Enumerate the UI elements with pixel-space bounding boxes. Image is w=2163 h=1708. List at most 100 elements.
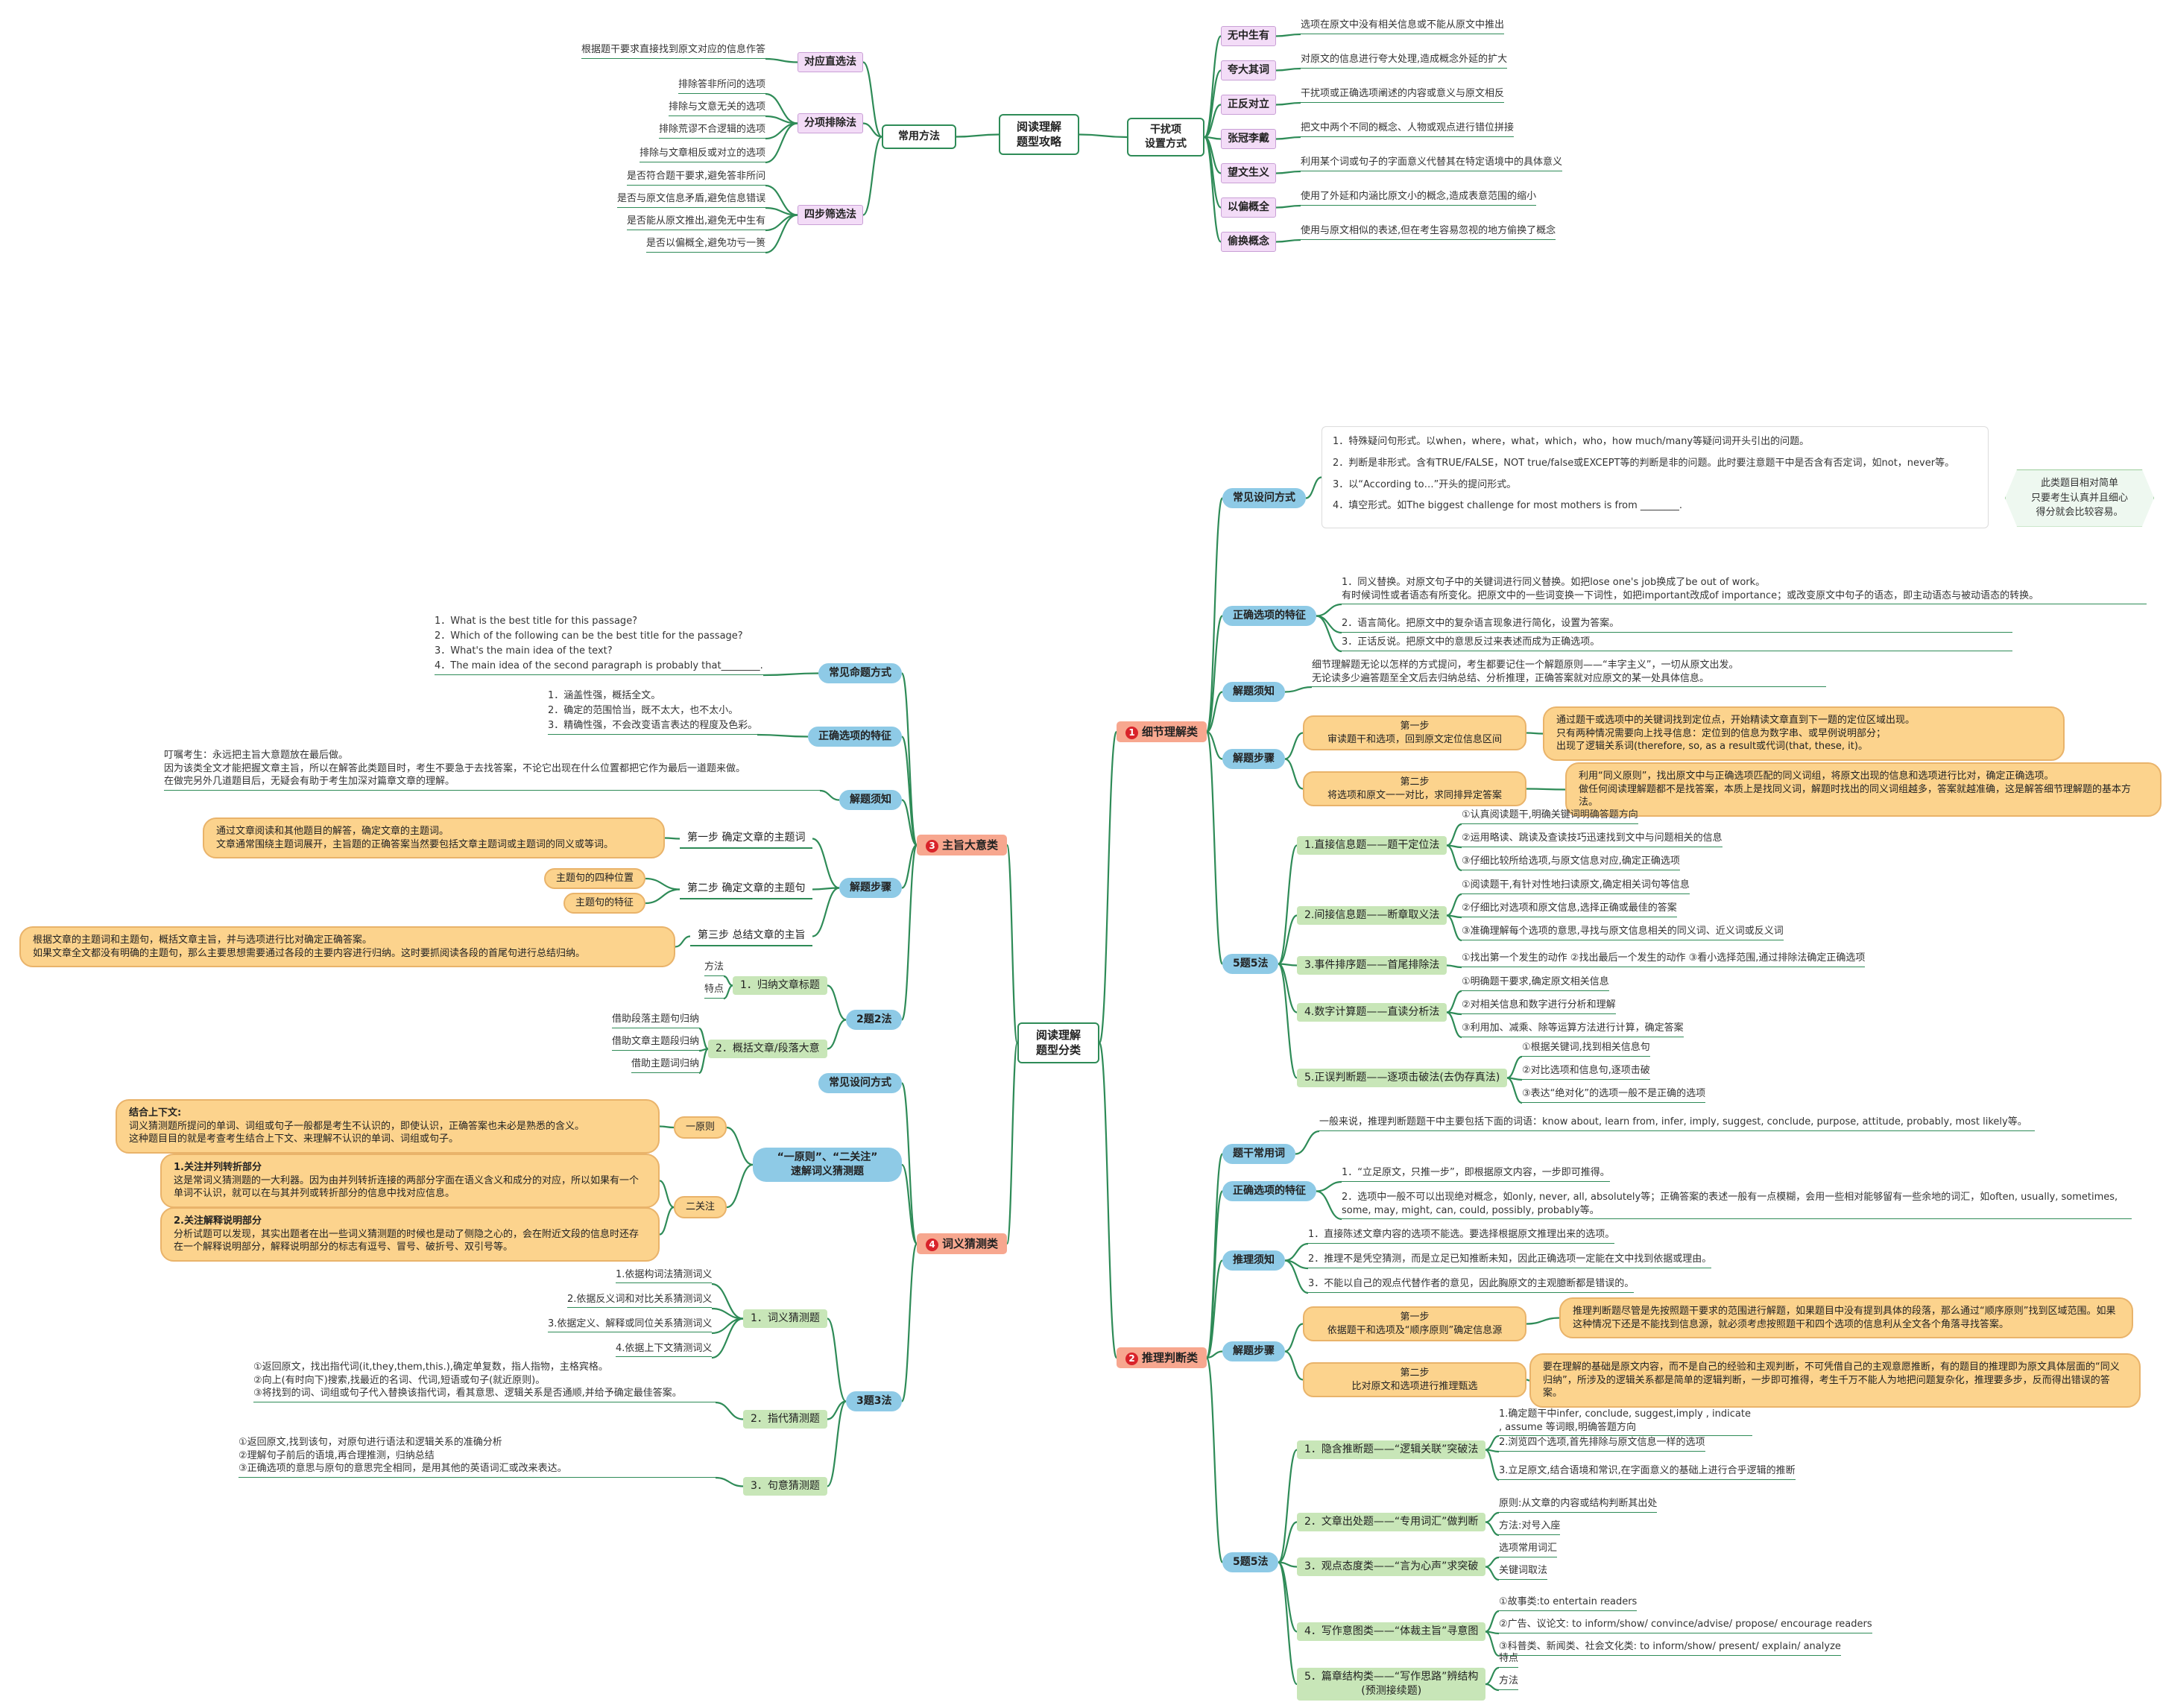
vocab-method-0: 1．词义猜测题 — [743, 1309, 827, 1328]
connector — [765, 115, 798, 124]
method-1-item-2: 排除荒谬不合逻辑的选项 — [659, 123, 766, 139]
connector — [765, 214, 798, 254]
connector — [1446, 964, 1462, 969]
vocab-focus-1: 2.关注解释说明部分分析试题可以发现，其实出题者在出一些词义猜测题的时候也是动了… — [160, 1207, 660, 1262]
main-question-form-2: 3．What's the main idea of the text? — [435, 645, 613, 657]
method-2-item-3: 是否以偏概全,避免功亏一篑 — [646, 237, 766, 253]
vocab-method-0-item-0: 1.依据构词法猜测词义 — [616, 1268, 713, 1284]
infer-step-1: 第二步 比对原文和选项进行推理甄选 — [1303, 1362, 1526, 1398]
vocab-method-0-item-3: 4.依据上下文猜测词义 — [616, 1342, 713, 1358]
connector — [1446, 893, 1462, 917]
infer-method-4: 5．篇章结构类——“写作思路”辨结构 (预测接续题) — [1297, 1668, 1486, 1701]
connector — [901, 799, 918, 847]
connector — [900, 1082, 918, 1245]
connector — [1446, 990, 1462, 1013]
method-2-item-0: 是否符合题干要求,避免答非所问 — [627, 170, 766, 186]
connector — [723, 975, 733, 987]
connector — [1203, 69, 1222, 139]
infer-method-4-item-0: 特点 — [1499, 1652, 1519, 1668]
main-question-form-0: 1．What is the best title for this passag… — [435, 616, 638, 627]
connector — [812, 838, 840, 889]
infer-method-1-item-1: 方法:对号入座 — [1499, 1519, 1561, 1535]
detail-feature-0: 1．同义替换。对原文句子中的关键词进行同义替换。如把lose one's job… — [1342, 576, 2147, 605]
category-title: 词义猜测类 — [942, 1237, 999, 1250]
detail-method-4-item-1: ②对比选项和信息句,逐项击破 — [1522, 1064, 1650, 1080]
vocab-focus-1-text: 分析试题可以发现，其实出题者在出一些词义猜测题的时候也是动了侧隐之心的，会在附近… — [174, 1228, 640, 1253]
connector — [1446, 914, 1462, 942]
connector — [819, 789, 840, 801]
connector — [1284, 732, 1304, 760]
vocab-focus-0: 1.关注并列转折部分这是常词义猜测题的一大利器。因为由并列转折连接的两部分字面在… — [160, 1154, 660, 1208]
connector — [901, 844, 918, 889]
main-method-0-item-0: 方法 — [704, 961, 724, 976]
connector — [827, 1019, 847, 1050]
connector — [1005, 1042, 1019, 1245]
connector — [1205, 730, 1224, 965]
infer-method-3-item-0: ①故事类:to entertain readers — [1499, 1595, 1638, 1611]
main-two-methods: 2题2法 — [846, 1010, 903, 1030]
main-correct-features: 正确选项的特征 — [808, 727, 902, 747]
detail-question-form-3: 4．填空形式。如The biggest challenge for most m… — [1333, 500, 1683, 512]
vocab-three-methods: 3题3法 — [846, 1391, 903, 1411]
connector — [1316, 1190, 1342, 1221]
infer-notes: 推理须知 — [1222, 1250, 1285, 1271]
distractor-2: 正反对立 — [1221, 95, 1276, 115]
infer-step-0-desc: 推理判断题尽管是先按照题干要求的范围进行解题，如果题目中没有提到具体的段落，那么… — [1559, 1297, 2133, 1339]
common-methods-node: 常用方法 — [882, 124, 956, 149]
distractor-3: 张冠李戴 — [1221, 129, 1276, 149]
connector — [645, 877, 681, 891]
detail-method-0-item-1: ②运用略读、跳读及查读技巧迅速找到文中与问题相关的信息 — [1462, 832, 1722, 847]
connector — [1098, 730, 1118, 1044]
connector — [659, 1206, 675, 1236]
connector — [1278, 1561, 1298, 1568]
connector — [1098, 1042, 1118, 1359]
detail-method-4-item-0: ①根据关键词,找到相关信息句 — [1522, 1041, 1650, 1057]
distractor-3-desc: 把文中两个不同的概念、人物或观点进行错位拼接 — [1301, 121, 1515, 137]
detail-method-0: 1.直接信息题——题干定位法 — [1297, 836, 1447, 855]
category-number-badge: 2 — [1125, 1353, 1138, 1365]
vocab-two-focus: 二关注 — [674, 1196, 727, 1218]
infer-method-1-item-0: 原则:从文章的内容或结构判断其出处 — [1499, 1497, 1658, 1513]
distractor-4: 望文生义 — [1221, 163, 1276, 183]
detail-question-form-2: 3．以“According to…”开头的提问形式。 — [1333, 478, 1517, 490]
vocab-one-text: 词义猜测题所提问的单词、词组或句子一般都是考生不认识的，即使认识，正确答案也未必… — [129, 1120, 585, 1145]
method-1: 分项排除法 — [798, 113, 863, 133]
connector — [1526, 1317, 1560, 1325]
detail-method-4: 5.正误判断题——逐项击破法(去伪存真法) — [1297, 1069, 1508, 1087]
distractor-0-desc: 选项在原文中没有相关信息或不能从原文中推出 — [1301, 19, 1505, 34]
connector — [1284, 1259, 1309, 1294]
distractor-0: 无中生有 — [1221, 26, 1276, 46]
connector — [900, 1242, 918, 1402]
connector — [711, 1318, 744, 1359]
connector — [765, 122, 798, 164]
distractor-node: 干扰项 设置方式 — [1127, 118, 1204, 156]
detail-method-1-item-1: ②仔细比对选项和原文信息,选择正确或最佳的答案 — [1462, 902, 1677, 917]
infer-method-2-item-0: 选项常用词汇 — [1499, 1542, 1558, 1557]
connector — [1275, 67, 1301, 72]
connector — [1203, 136, 1222, 243]
connector — [1205, 615, 1224, 733]
method-0: 对应直选法 — [798, 52, 863, 72]
infer-method-0: 1．隐含推断题——“逻辑关联”突破法 — [1297, 1440, 1486, 1459]
connector — [1277, 963, 1298, 1079]
connector — [698, 1027, 709, 1050]
connector — [1526, 732, 1544, 735]
connector — [1205, 1153, 1224, 1359]
connector — [862, 136, 882, 216]
connector — [1485, 1666, 1500, 1686]
connector — [1206, 730, 1223, 760]
distractor-4-desc: 利用某个词或句子的字面意义代替其在特定语境中的具体意义 — [1301, 156, 1563, 171]
detail-tip-note: 此类题目相对简单 只要考生认真并且细心 得分就会比较容易。 — [2005, 469, 2154, 527]
connector — [1316, 615, 1342, 634]
connector — [726, 1126, 754, 1166]
connector — [1205, 1356, 1224, 1563]
method-2: 四步筛选法 — [798, 205, 863, 225]
connector — [826, 1400, 847, 1487]
distractor-1-desc: 对原文的信息进行夸大处理,造成概念外延的扩大 — [1301, 53, 1508, 69]
main-method-1: 2．概括文章/段落大意 — [708, 1040, 827, 1058]
detail-method-3-item-1: ②对相关信息和数字进行分析和理解 — [1462, 999, 1616, 1014]
distractor-5: 以偏概全 — [1221, 197, 1276, 218]
detail-step-0: 第一步 审读题干和选项，回到原文定位信息区间 — [1303, 715, 1526, 751]
connector — [812, 887, 840, 937]
